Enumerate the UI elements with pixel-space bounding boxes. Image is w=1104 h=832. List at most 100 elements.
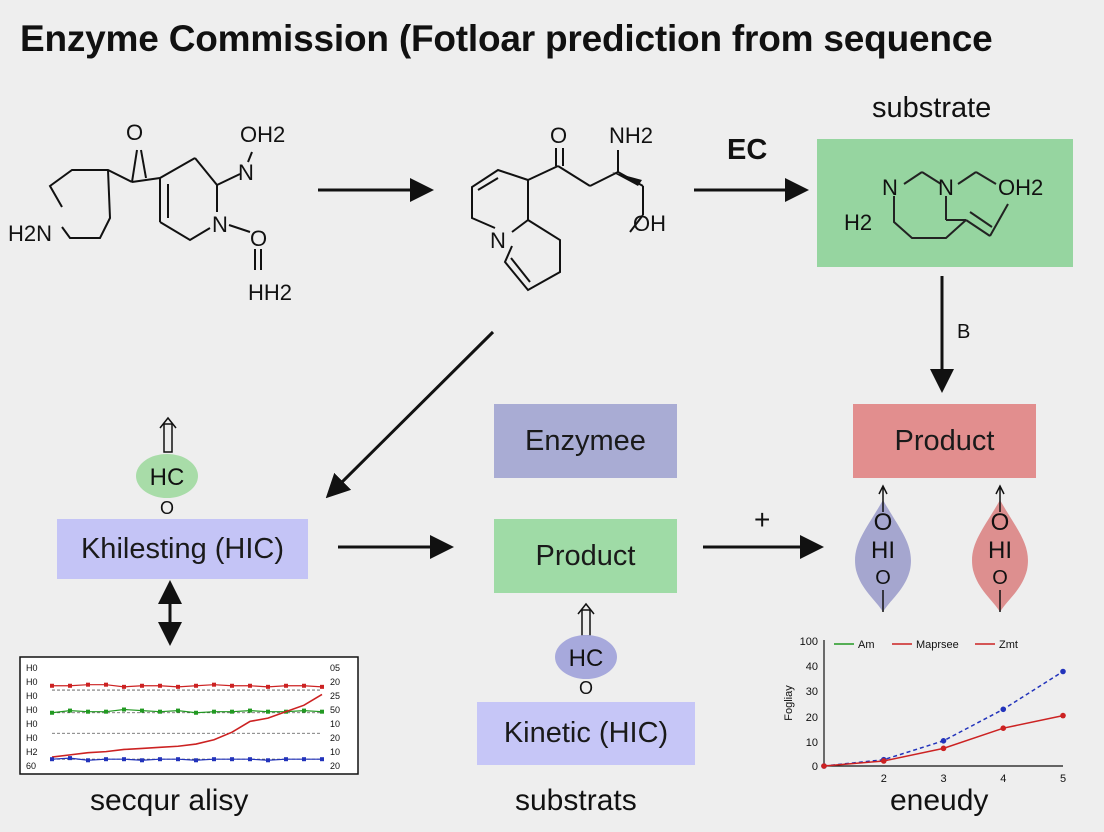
chart-left-point	[212, 709, 216, 714]
chart-left-point	[284, 757, 288, 762]
chart-right-point	[1000, 725, 1007, 731]
enzyme-box: Enzymee	[494, 404, 677, 478]
chart-left-ytick-right: 20	[330, 733, 340, 743]
mol-mid-oh: OH	[633, 211, 666, 236]
chart-right-ytick: 40	[806, 661, 818, 673]
chart-right-ytick: 0	[812, 761, 818, 773]
chart-left-ytick-left: 60	[26, 761, 36, 771]
chart-left-point	[122, 707, 126, 712]
chart-right-xtick: 3	[940, 773, 946, 785]
b-label: B	[957, 321, 971, 343]
chart-right-legend-label: Zmt	[999, 639, 1018, 651]
chart-right-point	[1060, 712, 1066, 719]
chart-left-series-line	[51, 757, 322, 761]
chart-left-point	[302, 757, 306, 762]
mol-left-o-top: O	[126, 120, 143, 145]
substrate-h2: H2	[844, 210, 872, 235]
mol-left-oh2: OH2	[240, 122, 285, 147]
drop-left-mid: HI	[871, 537, 895, 564]
chart-left-point	[320, 684, 324, 689]
chart-left-point	[230, 709, 234, 714]
drop-right-mid: HI	[988, 537, 1012, 564]
chart-left-point	[68, 683, 72, 688]
chart-left-point	[50, 683, 54, 688]
chart-left-point	[212, 757, 216, 762]
mol-mid-n-ring: N	[490, 228, 506, 253]
chart-left-point	[122, 684, 126, 689]
drop-right: O HI O	[972, 484, 1028, 612]
chart-left-ytick-left: H0	[26, 663, 38, 673]
hc-left-below: O	[160, 498, 174, 518]
chart-left-point	[86, 682, 90, 687]
chart-left-point	[158, 683, 162, 688]
drop-left-bot: O	[875, 567, 891, 589]
substrate-label: substrate	[872, 92, 992, 124]
chart-right-point	[880, 758, 887, 764]
chart-left-point	[122, 757, 126, 762]
chart-right-ytick: 100	[800, 636, 818, 648]
chart-left-point	[230, 683, 234, 688]
chart-left-point	[248, 683, 252, 688]
mol-left-n-ring: N	[212, 212, 228, 237]
molecule-mid	[471, 148, 644, 292]
chart-left-point	[158, 709, 162, 714]
chart-right-ylabel: Fogliay	[783, 685, 795, 721]
drop-right-top: O	[991, 509, 1010, 536]
hc-left-text: HC	[150, 464, 185, 491]
drop-left: O HI O	[855, 484, 911, 612]
chart-left-point	[266, 709, 270, 714]
chart-left-point	[104, 709, 108, 714]
chart-left-point	[194, 758, 198, 763]
hc-blob-mid: HC O	[555, 602, 617, 698]
chart-left-ytick-left: H0	[26, 677, 38, 687]
chart-left-ytick-right: 20	[330, 677, 340, 687]
chart-left-series-line	[52, 684, 323, 688]
molecule-left	[48, 149, 262, 270]
chart-left-point	[248, 708, 252, 713]
chart-left-ytick-right: 20	[330, 761, 340, 771]
drop-left-top: O	[874, 509, 893, 536]
kinetic-box: Kinetic (HIC)	[477, 702, 695, 765]
chart-left-point	[68, 708, 72, 713]
chart-left-point	[266, 758, 270, 763]
hc-mid-text: HC	[569, 645, 604, 672]
chart-left-point	[302, 708, 306, 713]
ec-label: EC	[727, 134, 768, 166]
chart-left-point	[266, 684, 270, 689]
chart-left-ytick-left: H0	[26, 733, 38, 743]
chart-left-point	[176, 708, 180, 713]
chart-left-point	[212, 682, 216, 687]
chart-left-point	[86, 758, 90, 763]
chart-left-ytick-right: 50	[330, 705, 340, 715]
chart-left-point	[194, 710, 198, 715]
hc-mid-below: O	[579, 678, 593, 698]
chart-left-frame	[19, 656, 359, 775]
chart-right-xtick: 2	[881, 773, 887, 785]
chart-left-point	[104, 757, 108, 762]
chart-left-point	[140, 683, 144, 688]
chart-left-point	[68, 756, 72, 761]
chart-left-point	[284, 683, 288, 688]
chart-left-point	[194, 683, 198, 688]
chart-right-point	[1060, 668, 1066, 675]
chart-right-point	[940, 745, 947, 752]
page-title: Enzyme Commission (Fotloar prediction fr…	[20, 18, 993, 59]
khilesting-box: Khilesting (HIC)	[57, 519, 308, 579]
chart-right-ytick: 20	[806, 712, 818, 724]
mol-left-h2n: H2N	[8, 221, 52, 246]
arrow-diagonal	[325, 330, 495, 499]
caption-mid: substrats	[515, 784, 637, 817]
chart-left-point	[50, 757, 54, 762]
chart-left-ytick-left: H2	[26, 747, 38, 757]
caption-left: secqur alisy	[90, 784, 249, 817]
mol-left-n-right: N	[238, 160, 254, 185]
chart-left-ytick-left: H0	[26, 719, 38, 729]
chart-left-point	[176, 757, 180, 762]
chart-left-point	[320, 709, 324, 714]
chart-right-legend-label: Am	[858, 639, 875, 651]
chart-left-ytick-right: 05	[330, 663, 340, 673]
chart-left-point	[320, 757, 324, 762]
chart-left-point	[86, 709, 90, 714]
